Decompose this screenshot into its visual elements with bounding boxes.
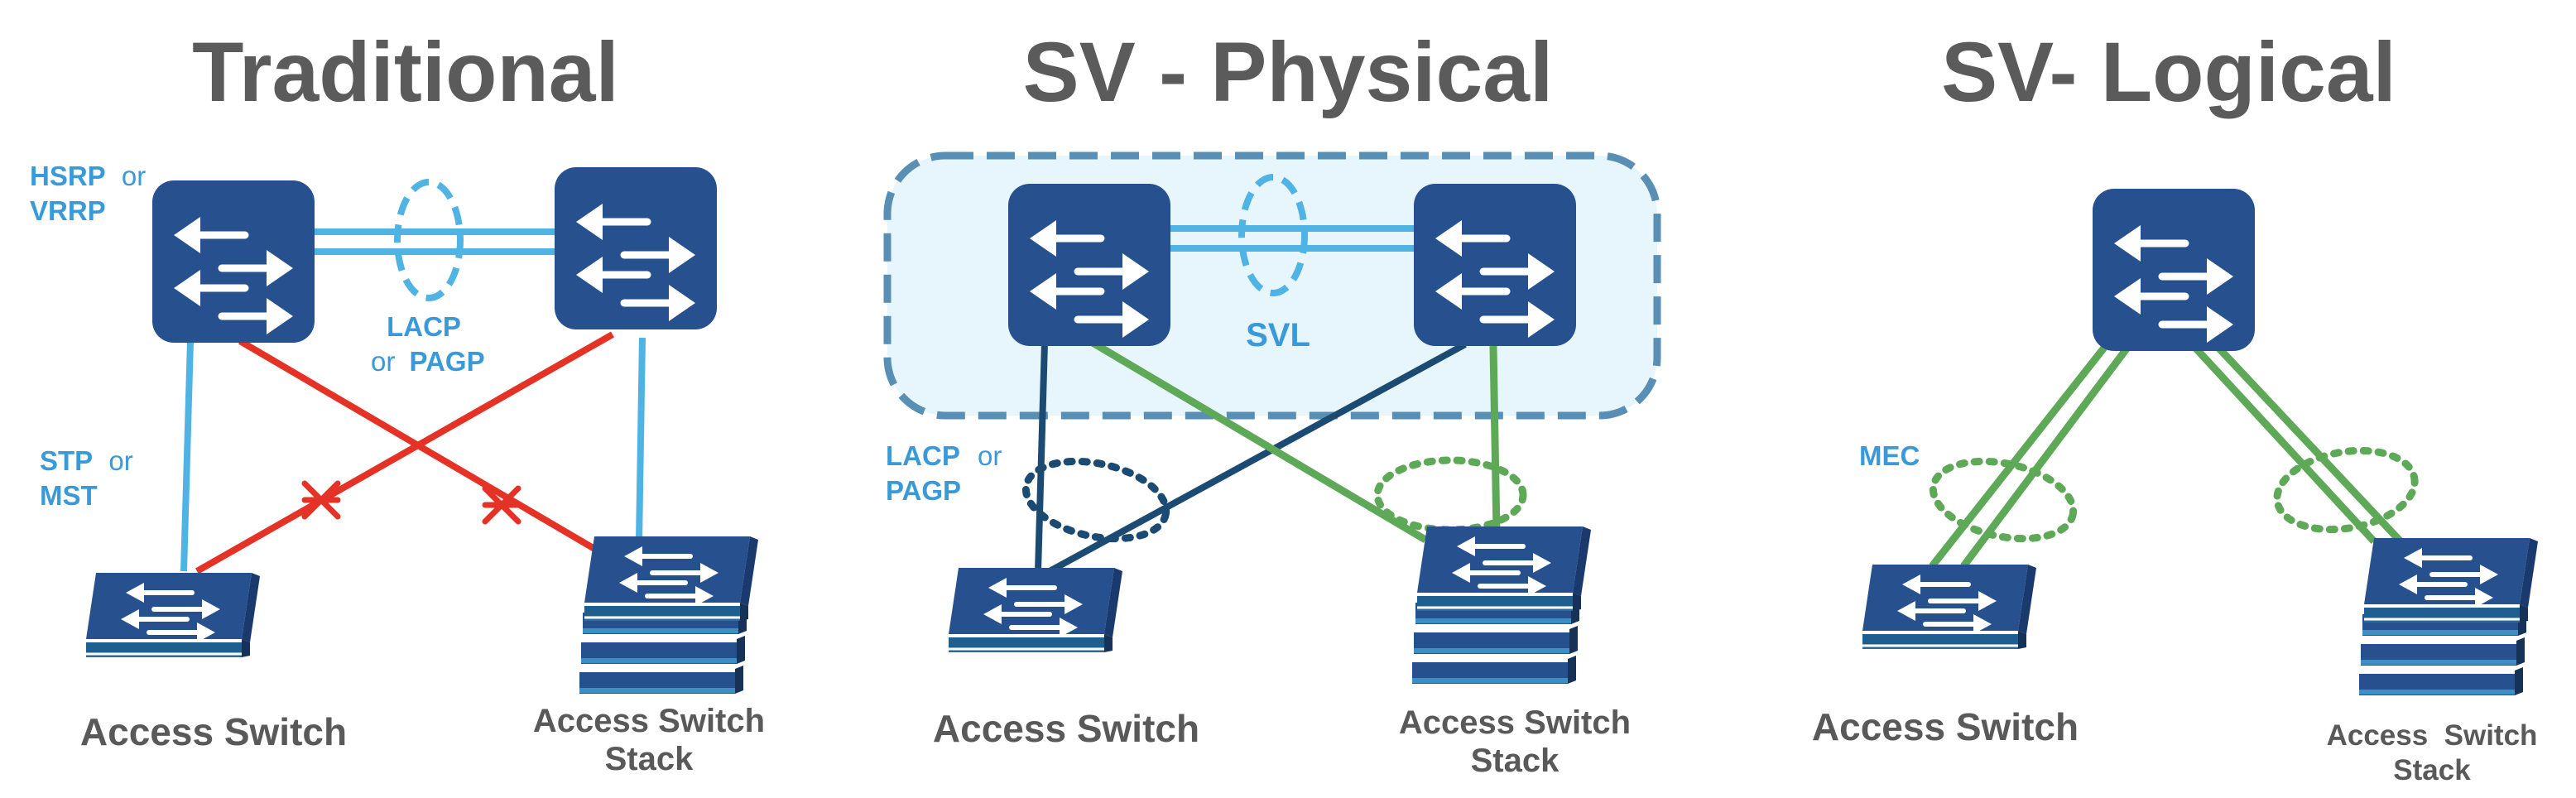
panel-title: SV- Logical — [1941, 25, 2396, 119]
access-switch-stack-icon — [579, 536, 758, 694]
stp-label: STP or — [40, 445, 133, 476]
blocked-port-icon — [482, 485, 521, 525]
lacp-label: LACP or — [886, 440, 1002, 471]
mec-bundle-ellipse — [1929, 457, 2078, 543]
stack-link — [1489, 345, 1501, 534]
access-switch-label: Access Switch — [1812, 705, 2079, 748]
access-switch-stack-icon — [2359, 538, 2538, 695]
lacp-or: or — [978, 440, 1002, 471]
access-switch-stack-label: Access Switch — [1399, 704, 1631, 741]
fhrp-label: HSRP or — [30, 161, 146, 191]
access-link — [180, 340, 194, 572]
access-switch-icon — [949, 568, 1122, 652]
blocked-port-icon — [301, 480, 341, 520]
stp-protocol-a: STP — [40, 445, 93, 476]
stack-link — [1090, 339, 1428, 543]
lacp-or: or — [371, 346, 395, 377]
panel-title: Traditional — [192, 25, 619, 119]
blocked-link — [195, 331, 614, 574]
access-link — [636, 337, 646, 542]
pagp-label: PAGP — [410, 346, 485, 377]
lacp-label: LACP — [387, 311, 461, 342]
stp-or: or — [108, 445, 132, 476]
access-switch-label: Access Switch — [933, 707, 1199, 750]
core-switch-icon — [1008, 184, 1170, 346]
access-switch-icon — [86, 573, 260, 657]
panel-sv-logical: SV- Logical MEC Access Switch Access Swi… — [1812, 25, 2538, 786]
mec-label: MEC — [1859, 440, 1920, 471]
panel-sv-physical: SV - Physical SVL LACP or — [883, 25, 1661, 779]
fhrp-or: or — [122, 161, 146, 191]
mec-link — [1929, 345, 2107, 569]
etherchannel-ellipse — [1021, 457, 1170, 543]
lacp-bundle-ellipse — [394, 179, 464, 301]
stp-protocol-b: MST — [40, 480, 98, 511]
access-switch-stack-icon — [1412, 526, 1591, 684]
lacp-protocol: LACP — [886, 440, 960, 471]
access-switch-stack-label: Access Switch — [2327, 719, 2538, 752]
mec-link — [1960, 345, 2131, 569]
fhrp-protocol-b: VRRP — [30, 195, 106, 226]
svl-label: SVL — [1246, 317, 1310, 353]
svl-bundle-ellipse — [1238, 174, 1308, 296]
access-switch-stack-label-line2: Stack — [1471, 743, 1560, 779]
access-switch-stack-label: Access Switch — [533, 703, 765, 739]
lacp-alt-label: or PAGP — [371, 346, 485, 377]
logical-core-switch-icon — [2093, 189, 2255, 351]
access-link — [1048, 341, 1467, 574]
pagp-label: PAGP — [886, 475, 961, 506]
access-link — [1035, 342, 1048, 572]
mec-link — [2192, 344, 2377, 545]
access-switch-label: Access Switch — [80, 710, 347, 753]
etherchannel-ellipse — [1373, 456, 1527, 534]
panel-title: SV - Physical — [1023, 25, 1554, 119]
access-switch-stack-label-line2: Stack — [2393, 754, 2471, 786]
core-switch-icon — [1414, 184, 1576, 346]
fhrp-protocol-a: HSRP — [30, 161, 106, 191]
mec-link — [2215, 344, 2404, 545]
core-switch-icon — [152, 180, 315, 343]
core-switch-icon — [555, 167, 717, 329]
access-switch-stack-label-line2: Stack — [605, 741, 694, 777]
access-switch-icon — [1862, 565, 2036, 649]
mec-bundle-ellipse — [2273, 446, 2419, 534]
panel-traditional: Traditional H — [30, 25, 765, 777]
